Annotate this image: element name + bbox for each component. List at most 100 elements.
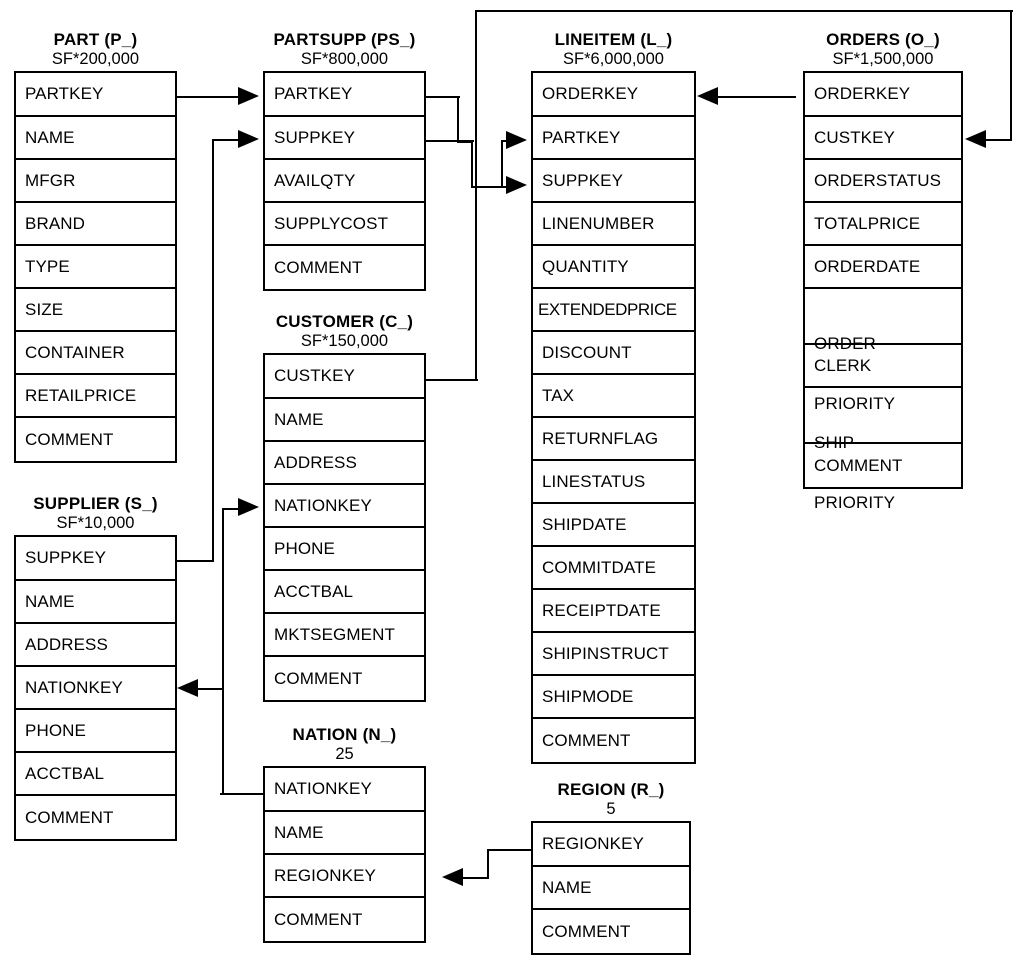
field-lineitem-comment[interactable]: COMMENT (542, 730, 631, 750)
field-part-type[interactable]: TYPE (16, 246, 175, 289)
field-orders-shippriority[interactable]: SHIP- PRIORITY (805, 388, 961, 512)
entity-supplier: SUPPLIER (S_) SF*10,000 SUPPKEY NAME ADD… (14, 494, 177, 841)
connector-orders-custkey-in (985, 139, 1012, 141)
entity-lineitem-box: ORDERKEY PARTKEY SUPPKEY LINENUMBER QUAN… (531, 71, 696, 764)
field-supplier-suppkey[interactable]: SUPPKEY (16, 537, 175, 581)
arrowhead-lineitem-orderkey (697, 87, 718, 105)
connector-partsupp-partkey-drop (457, 96, 459, 142)
entity-nation-title: NATION (N_) (292, 725, 397, 744)
field-lineitem-shipdate[interactable]: SHIPDATE (533, 504, 694, 547)
field-lineitem-tax[interactable]: TAX (533, 375, 694, 418)
field-partsupp-comment[interactable]: COMMENT (274, 257, 363, 277)
field-orders-comment[interactable]: COMMENT (814, 455, 903, 475)
field-part-partkey[interactable]: PARTKEY (16, 73, 175, 117)
entity-nation-cardinality: 25 (335, 745, 354, 763)
connector-partsupp-partkey-out (426, 96, 460, 98)
arrowhead-partsupp-partkey (238, 87, 259, 105)
connector-region-step (487, 849, 489, 878)
field-partsupp-suppkey[interactable]: SUPPKEY (265, 117, 424, 160)
field-region-comment[interactable]: COMMENT (542, 921, 631, 941)
field-orders-orderstatus[interactable]: ORDERSTATUS (805, 160, 961, 203)
field-part-comment[interactable]: COMMENT (25, 429, 114, 449)
connector-region-to-nation (462, 877, 489, 879)
field-region-regionkey[interactable]: REGIONKEY (533, 823, 689, 867)
field-partsupp-availqty[interactable]: AVAILQTY (265, 160, 424, 203)
entity-customer: CUSTOMER (C_) SF*150,000 CUSTKEY NAME AD… (263, 312, 426, 702)
field-partsupp-partkey[interactable]: PARTKEY (265, 73, 424, 117)
entity-region-box: REGIONKEY NAME COMMENT (531, 821, 691, 955)
field-lineitem-partkey[interactable]: PARTKEY (533, 117, 694, 160)
entity-supplier-cardinality: SF*10,000 (56, 514, 135, 532)
field-lineitem-orderkey[interactable]: ORDERKEY (533, 73, 694, 117)
field-supplier-name[interactable]: NAME (16, 581, 175, 624)
field-orders-custkey[interactable]: CUSTKEY (805, 117, 961, 160)
field-lineitem-quantity[interactable]: QUANTITY (533, 246, 694, 289)
field-orders-totalprice[interactable]: TOTALPRICE (805, 203, 961, 246)
field-lineitem-shipmode[interactable]: SHIPMODE (533, 676, 694, 719)
connector-customer-top-rail (475, 10, 1013, 12)
field-supplier-phone[interactable]: PHONE (16, 710, 175, 753)
field-lineitem-suppkey[interactable]: SUPPKEY (533, 160, 694, 203)
field-customer-name[interactable]: NAME (265, 399, 424, 442)
field-nation-regionkey[interactable]: REGIONKEY (265, 855, 424, 898)
connector-nation-to-customer-in (222, 508, 240, 510)
entity-partsupp-box: PARTKEY SUPPKEY AVAILQTY SUPPLYCOST COMM… (263, 71, 426, 291)
entity-region: REGION (R_) 5 REGIONKEY NAME COMMENT (531, 780, 691, 955)
field-customer-address[interactable]: ADDRESS (265, 442, 424, 485)
entity-customer-cardinality: SF*150,000 (300, 332, 389, 350)
field-supplier-acctbal[interactable]: ACCTBAL (16, 753, 175, 796)
field-lineitem-receiptdate[interactable]: RECEIPTDATE (533, 590, 694, 633)
entity-orders-cardinality: SF*1,500,000 (832, 50, 934, 68)
field-nation-nationkey[interactable]: NATIONKEY (265, 768, 424, 812)
field-customer-comment[interactable]: COMMENT (274, 668, 363, 688)
connector-part-to-partsupp (177, 96, 239, 98)
field-nation-comment[interactable]: COMMENT (274, 909, 363, 929)
connector-lineitem-split (501, 141, 503, 187)
entity-supplier-title: SUPPLIER (S_) (33, 494, 158, 513)
field-orders-orderpriority-line2: PRIORITY (814, 394, 896, 413)
field-lineitem-extendedprice[interactable]: EXTENDEDPRICE (533, 289, 694, 332)
field-nation-name[interactable]: NAME (265, 812, 424, 855)
field-lineitem-shipinstruct[interactable]: SHIPINSTRUCT (533, 633, 694, 676)
field-customer-mktsegment[interactable]: MKTSEGMENT (265, 614, 424, 657)
entity-orders: ORDERS (O_) SF*1,500,000 ORDERKEY CUSTKE… (803, 30, 963, 512)
arrowhead-supplier-nationkey (177, 679, 198, 697)
field-part-container[interactable]: CONTAINER (16, 332, 175, 375)
entity-orders-box: ORDERKEY CUSTKEY ORDERSTATUS TOTALPRICE … (803, 71, 963, 512)
field-part-size[interactable]: SIZE (16, 289, 175, 332)
field-lineitem-commitdate[interactable]: COMMITDATE (533, 547, 694, 590)
arrowhead-lineitem-suppkey (506, 176, 527, 194)
entity-nation-box: NATIONKEY NAME REGIONKEY COMMENT (263, 766, 426, 943)
field-customer-acctbal[interactable]: ACCTBAL (265, 571, 424, 614)
field-lineitem-linestatus[interactable]: LINESTATUS (533, 461, 694, 504)
field-part-brand[interactable]: BRAND (16, 203, 175, 246)
field-supplier-comment[interactable]: COMMENT (25, 807, 114, 827)
entity-region-cardinality: 5 (606, 800, 616, 818)
field-supplier-nationkey[interactable]: NATIONKEY (16, 667, 175, 710)
field-supplier-address[interactable]: ADDRESS (16, 624, 175, 667)
field-customer-nationkey[interactable]: NATIONKEY (265, 485, 424, 528)
connector-nation-to-supplier (196, 688, 224, 690)
field-part-mfgr[interactable]: MFGR (16, 160, 175, 203)
field-lineitem-returnflag[interactable]: RETURNFLAG (533, 418, 694, 461)
connector-supplier-suppkey-out (177, 560, 214, 562)
entity-part-title: PART (P_) (53, 30, 138, 49)
field-orders-orderpriority[interactable]: ORDER- PRIORITY (805, 289, 961, 413)
field-orders-orderdate[interactable]: ORDERDATE (805, 246, 961, 289)
arrowhead-partsupp-suppkey (238, 130, 259, 148)
field-lineitem-linenumber[interactable]: LINENUMBER (533, 203, 694, 246)
field-orders-clerk[interactable]: CLERK (805, 345, 961, 388)
entity-customer-title: CUSTOMER (C_) (275, 312, 414, 331)
field-lineitem-discount[interactable]: DISCOUNT (533, 332, 694, 375)
field-customer-phone[interactable]: PHONE (265, 528, 424, 571)
field-part-name[interactable]: NAME (16, 117, 175, 160)
connector-nation-to-customer-riser (222, 508, 224, 795)
field-part-retailprice[interactable]: RETAILPRICE (16, 375, 175, 418)
field-orders-orderpriority-line1: ORDER- (814, 334, 882, 353)
field-customer-custkey[interactable]: CUSTKEY (265, 355, 424, 399)
entity-lineitem: LINEITEM (L_) SF*6,000,000 ORDERKEY PART… (531, 30, 696, 764)
field-partsupp-supplycost[interactable]: SUPPLYCOST (265, 203, 424, 246)
field-region-name[interactable]: NAME (533, 867, 689, 910)
field-orders-orderkey[interactable]: ORDERKEY (805, 73, 961, 117)
